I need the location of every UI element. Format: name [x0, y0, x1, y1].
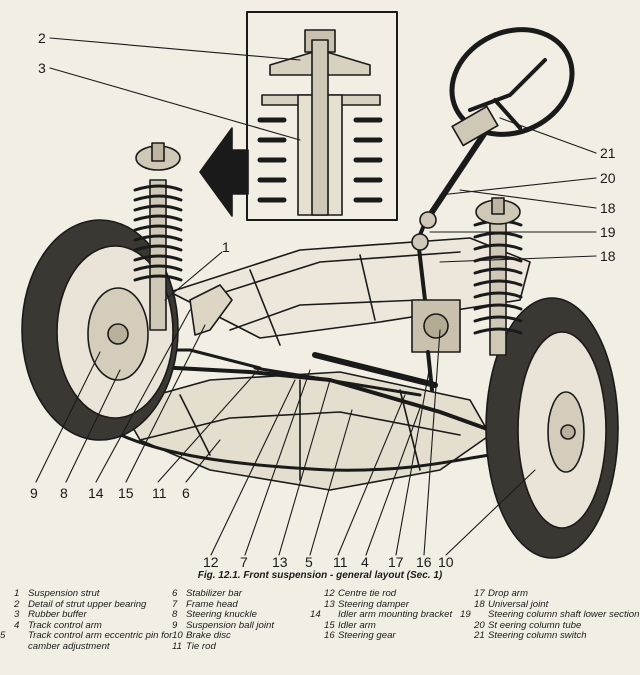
callout-7: 7 — [240, 554, 248, 570]
callout-3: 3 — [38, 60, 46, 76]
steering-damper — [312, 352, 438, 388]
callout-5: 5 — [305, 554, 313, 570]
right-suspension-strut — [473, 197, 523, 356]
callout-11: 11 — [152, 485, 167, 501]
steering-gear — [411, 299, 461, 392]
callout-1: 1 — [222, 239, 230, 255]
callout-8: 8 — [60, 485, 68, 501]
direction-arrow — [199, 127, 249, 217]
callout-2: 2 — [38, 30, 46, 46]
left-suspension-strut — [133, 142, 183, 331]
callout-18b: 18 — [600, 248, 616, 264]
left-wheel — [21, 219, 179, 441]
callout-13: 13 — [272, 554, 288, 570]
callout-20: 20 — [600, 170, 616, 186]
callout-21: 21 — [600, 145, 616, 161]
suspension-diagram: 2 3 1 21 20 18 19 18 9 8 14 15 11 6 12 7… — [21, 11, 619, 570]
callout-9: 9 — [30, 485, 38, 501]
callout-17: 17 — [388, 554, 404, 570]
callout-6: 6 — [182, 485, 190, 501]
callout-labels: 2 3 1 21 20 18 19 18 9 8 14 15 11 6 12 7… — [30, 30, 616, 570]
callout-18: 18 — [600, 200, 616, 216]
frame-floor-pan — [169, 237, 531, 346]
callout-19: 19 — [600, 224, 616, 240]
figure-caption: Fig. 12.1. Front suspension - general la… — [197, 570, 443, 581]
leader-lines — [35, 37, 597, 556]
callout-11b: 11 — [333, 554, 348, 570]
callout-12: 12 — [203, 554, 219, 570]
callout-4: 4 — [361, 554, 369, 570]
callout-14: 14 — [88, 485, 104, 501]
centre-tie-rod — [253, 366, 422, 397]
right-wheel — [485, 297, 619, 559]
strut-bearing-detail-inset — [246, 11, 398, 221]
callout-10: 10 — [438, 554, 454, 570]
frame-head — [119, 371, 491, 491]
callout-16: 16 — [416, 554, 432, 570]
idler-arm-bracket — [189, 284, 233, 336]
callout-15: 15 — [118, 485, 134, 501]
stabilizer-bar — [108, 428, 492, 472]
